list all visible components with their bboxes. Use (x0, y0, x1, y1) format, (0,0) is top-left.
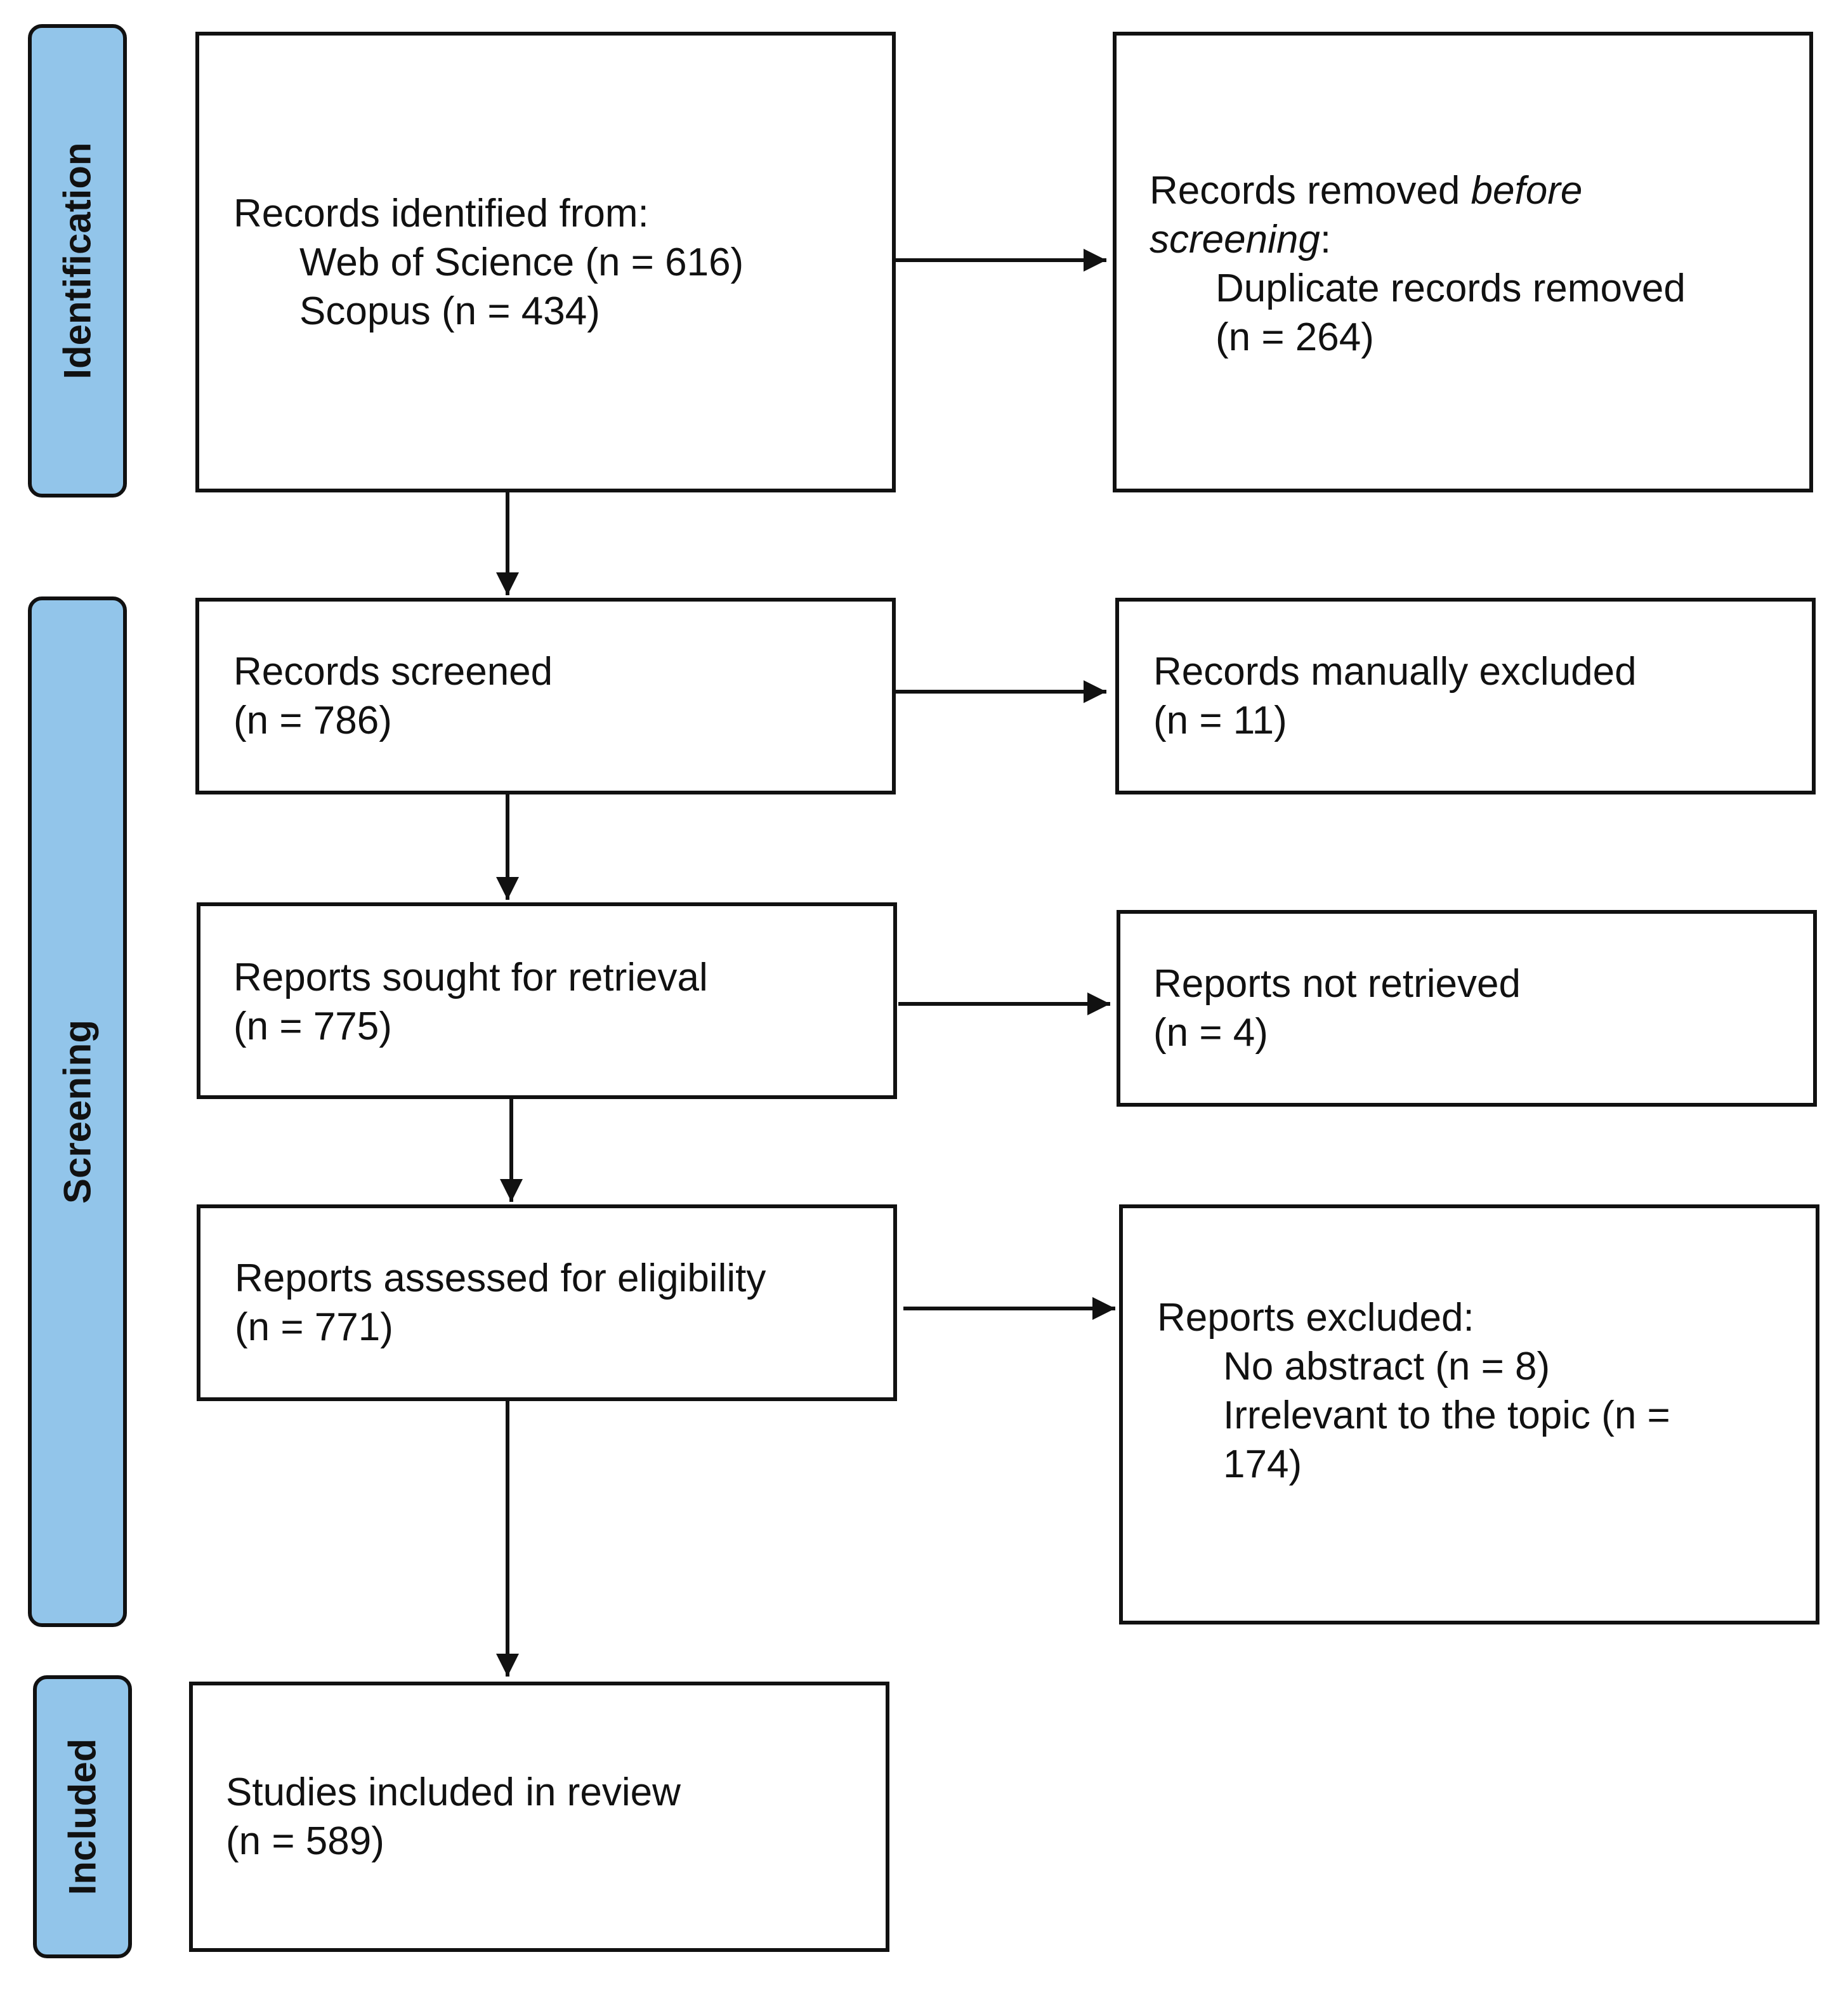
reason-irrelevant-count: 174) (1223, 1442, 1302, 1486)
reports-assessed-count: (n = 771) (235, 1305, 393, 1349)
reports-excluded-box (1119, 1204, 1819, 1624)
reports-excluded-title: Reports excluded: (1157, 1296, 1474, 1340)
reports-not-retrieved-box (1117, 910, 1817, 1107)
reason-irrelevant: Irrelevant to the topic (n = (1223, 1394, 1670, 1437)
phase-included: Included (33, 1675, 132, 1958)
reports-sought-count: (n = 775) (233, 1005, 392, 1048)
reports-sought-box (197, 902, 897, 1099)
records-removed-colon: : (1320, 218, 1332, 261)
reason-no-abstract: No abstract (n = 8) (1223, 1345, 1550, 1388)
reports-excluded-text: Reports excluded: No abstract (n = 8) Ir… (1157, 1293, 1670, 1489)
records-manually-excluded-box (1115, 598, 1816, 794)
studies-included-title: Studies included in review (226, 1770, 681, 1814)
records-identified-text: Records identified from: Web of Science … (233, 189, 744, 336)
phase-screening: Screening (28, 596, 127, 1627)
records-manually-excluded-title: Records manually excluded (1153, 650, 1637, 694)
records-screened-box (195, 598, 896, 794)
reports-assessed-box (197, 1204, 897, 1401)
studies-included-count: (n = 589) (226, 1819, 384, 1863)
records-removed-before: before (1471, 169, 1583, 213)
reports-sought-text: Reports sought for retrieval (n = 775) (233, 953, 708, 1051)
studies-included-text: Studies included in review (n = 589) (226, 1768, 681, 1866)
records-manually-excluded-count: (n = 11) (1153, 699, 1287, 742)
phase-identification: Identification (28, 24, 127, 498)
records-removed-text: Records removed before screening: Duplic… (1150, 166, 1686, 362)
source-web-of-science: Web of Science (n = 616) (299, 241, 744, 284)
reports-assessed-title: Reports assessed for eligibility (235, 1256, 766, 1300)
records-identified-title: Records identified from: (233, 192, 649, 235)
duplicate-records-label: Duplicate records removed (1216, 267, 1686, 310)
records-screened-count: (n = 786) (233, 699, 392, 742)
reports-sought-title: Reports sought for retrieval (233, 956, 708, 999)
records-manually-excluded-text: Records manually excluded (n = 11) (1153, 647, 1637, 745)
records-removed-line2: screening: (1150, 215, 1686, 264)
reports-assessed-text: Reports assessed for eligibility (n = 77… (235, 1254, 766, 1352)
reports-not-retrieved-title: Reports not retrieved (1153, 962, 1521, 1006)
reports-not-retrieved-count: (n = 4) (1153, 1011, 1268, 1055)
duplicate-records-count: (n = 264) (1216, 315, 1374, 359)
studies-included-box (189, 1682, 889, 1952)
source-scopus: Scopus (n = 434) (299, 289, 600, 333)
records-screened-title: Records screened (233, 650, 553, 694)
records-screened-text: Records screened (n = 786) (233, 647, 553, 745)
records-identified-box (195, 32, 896, 492)
reports-not-retrieved-text: Reports not retrieved (n = 4) (1153, 959, 1521, 1057)
records-removed-line1: Records removed before (1150, 166, 1686, 215)
records-removed-box (1113, 32, 1813, 492)
records-removed-screening: screening (1150, 218, 1320, 261)
records-removed-prefix: Records removed (1150, 169, 1471, 213)
